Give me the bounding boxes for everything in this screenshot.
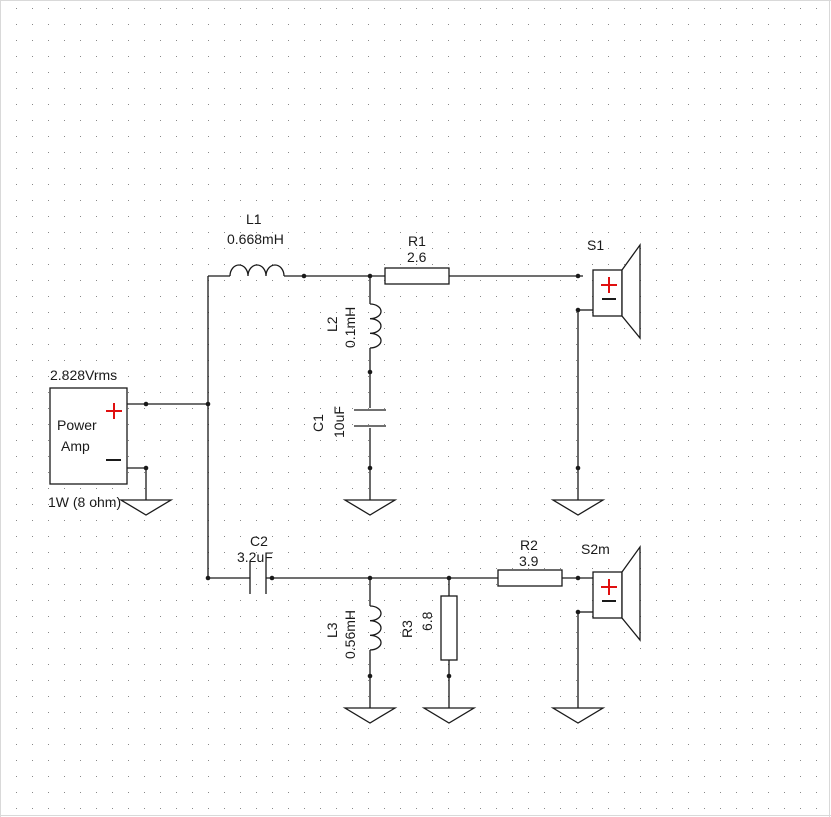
l2-name: L2 (324, 316, 340, 332)
l1-name: L1 (246, 211, 262, 227)
junction-dot (367, 575, 373, 581)
grid-dots (16, 8, 817, 809)
wires (127, 275, 593, 708)
junction-dot (575, 609, 581, 615)
junction-dot (575, 465, 581, 471)
junction-dot (301, 273, 307, 279)
r2-value: 3.9 (519, 553, 539, 569)
c1-value: 10uF (331, 406, 347, 438)
c2-name: C2 (250, 533, 268, 549)
junction-dot (143, 465, 149, 471)
l1-value: 0.668mH (227, 231, 284, 247)
junction-dot (575, 273, 581, 279)
l3-value: 0.56mH (342, 610, 358, 659)
source-power-label: 1W (8 ohm) (48, 494, 121, 510)
ground-s1 (550, 499, 606, 516)
r3-name: R3 (399, 620, 415, 638)
r1-name: R1 (408, 233, 426, 249)
source-voltage-label: 2.828Vrms (50, 367, 117, 383)
ground-s2m (550, 707, 606, 724)
s2m-name: S2m (581, 541, 610, 557)
speaker-s2m[interactable] (592, 544, 641, 642)
junction-dot (205, 575, 211, 581)
c1-name: C1 (310, 414, 326, 432)
r3-value: 6.8 (419, 611, 435, 631)
ground-r3 (421, 707, 477, 724)
junction-dot (367, 369, 373, 375)
ground-l3 (342, 707, 398, 724)
junctions (143, 273, 581, 679)
junction-dot (446, 575, 452, 581)
capacitor-c1[interactable] (354, 409, 386, 427)
power-amp-label-line2: Amp (61, 438, 90, 454)
junction-dot (367, 465, 373, 471)
r1-value: 2.6 (407, 249, 427, 265)
resistor-r3[interactable] (440, 595, 458, 661)
junction-dot (367, 673, 373, 679)
c2-value: 3.2uF (237, 549, 273, 565)
inductor-l1[interactable] (229, 264, 285, 277)
speaker-s1[interactable] (592, 242, 641, 340)
resistor-r1[interactable] (384, 267, 450, 285)
ground-amp (118, 499, 174, 516)
junction-dot (367, 273, 373, 279)
junction-dot (575, 307, 581, 313)
s1-name: S1 (587, 237, 604, 253)
power-amp[interactable]: Power Amp (49, 387, 128, 485)
resistor-r2[interactable] (497, 569, 563, 587)
ground-c1 (342, 499, 398, 516)
inductor-l2[interactable] (369, 303, 382, 349)
junction-dot (205, 401, 211, 407)
capacitor-c2[interactable] (249, 562, 267, 594)
inductor-l3[interactable] (369, 605, 382, 651)
junction-dot (446, 673, 452, 679)
l3-name: L3 (324, 622, 340, 638)
junction-dot (143, 401, 149, 407)
l2-value: 0.1mH (342, 307, 358, 348)
junction-dot (575, 575, 581, 581)
power-amp-label-line1: Power (57, 417, 97, 433)
junction-dot (269, 575, 275, 581)
r2-name: R2 (520, 537, 538, 553)
